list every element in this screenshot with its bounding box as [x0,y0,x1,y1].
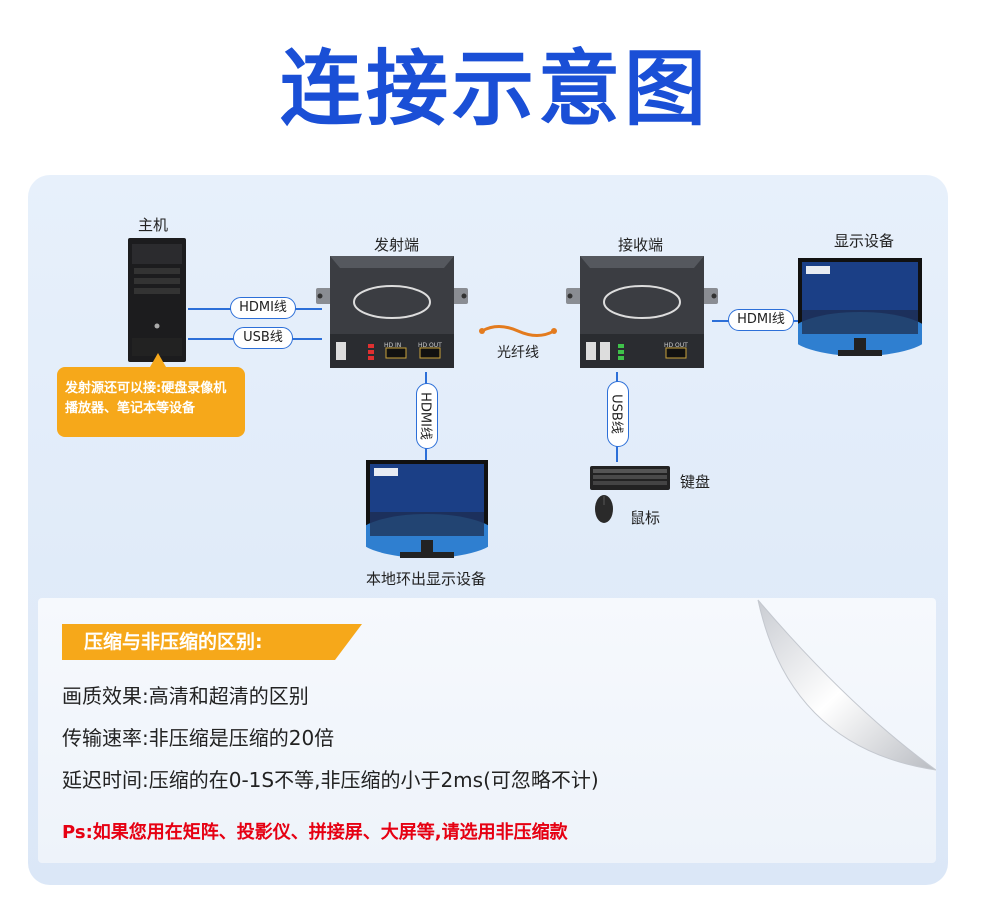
comparison-item-quality: 画质效果:高清和超清的区别 [62,684,309,708]
comparison-item-latency: 延迟时间:压缩的在0-1S不等,非压缩的小于2ms(可忽略不计) [62,768,599,792]
transmitter-label: 发射端 [374,236,420,254]
page-title: 连接示意图 [279,42,710,137]
tx-hd-in: HD IN [384,342,402,349]
source-note: 发射源还可以接:硬盘录像机 播放器、笔记本等设备 [57,367,245,437]
usb-cable-host: USB线 [233,327,293,349]
ps-note: Ps:如果您用在矩阵、投影仪、拼接屏、大屏等,请选用非压缩款 [62,822,568,843]
hdmi-cable-display: HDMI线 [728,309,794,331]
section-heading: 压缩与非压缩的区别: [84,631,263,653]
note-line-1: 发射源还可以接:硬盘录像机 [65,381,227,396]
local-monitor-icon [366,460,488,558]
rx-hd-out: HD OUT [664,342,688,349]
hdmi-cable-host: HDMI线 [230,297,296,319]
keyboard-icon [590,466,670,490]
fiber-label: 光纤线 [497,345,539,361]
receiver-device [566,256,718,368]
section-heading-tag: 压缩与非压缩的区别: [62,624,362,660]
transmitter-device [316,256,468,368]
comparison-item-rate: 传输速率:非压缩是压缩的20倍 [62,726,335,750]
mouse-label: 鼠标 [630,509,661,527]
host-label: 主机 [138,216,169,234]
fiber-cable-icon [479,325,557,337]
pc-tower-icon [128,238,186,362]
mouse-icon [595,495,613,523]
usb-cable-receiver: USB线 [607,381,629,447]
note-line-2: 播放器、笔记本等设备 [65,401,196,416]
receiver-label: 接收端 [618,236,664,254]
hdmi-cable-local: HDMI线 [416,383,438,449]
local-display-label: 本地环出显示设备 [366,570,487,588]
display-monitor-icon [798,258,922,356]
page-curl-icon [757,599,936,771]
tx-hd-out: HD OUT [418,342,442,349]
note-pointer [150,353,166,367]
display-label: 显示设备 [834,232,895,250]
keyboard-label: 键盘 [680,473,711,491]
